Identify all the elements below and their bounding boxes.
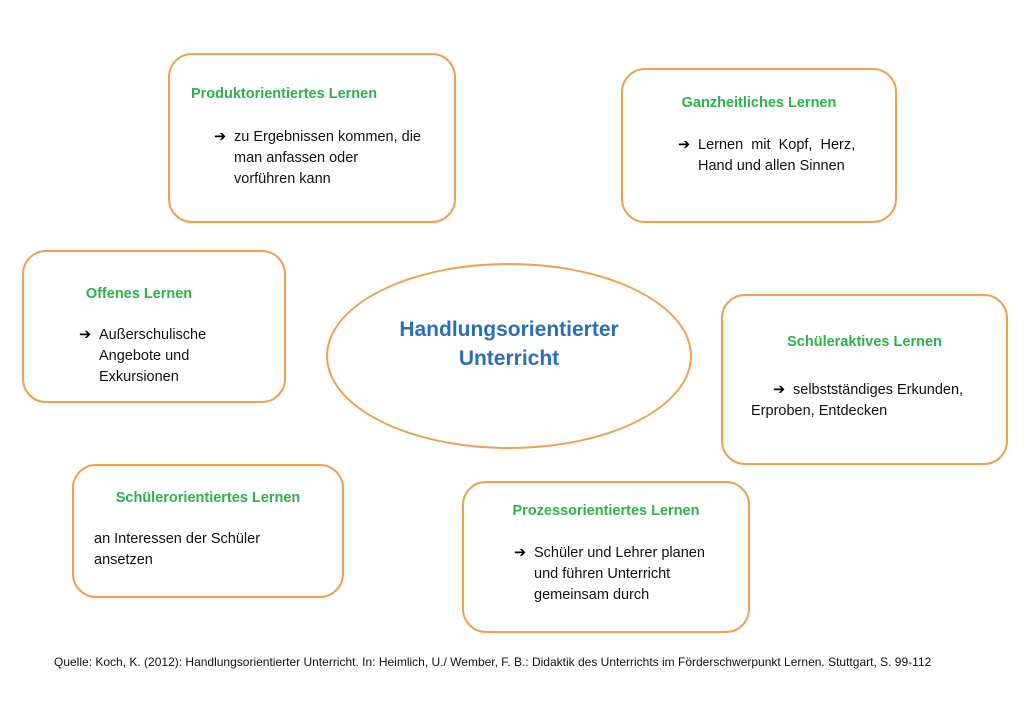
center-title-line: Handlungsorientierter xyxy=(399,318,619,341)
box-text: an Interessen der Schüler ansetzen xyxy=(94,529,260,571)
center-title: Handlungsorientierter Unterricht xyxy=(328,315,690,373)
text-line: Erproben, Entdecken xyxy=(751,403,888,419)
box-text: ➔ Außerschulische Angebote und Exkursione… xyxy=(79,325,206,388)
box-title: Schülerorientiertes Lernen xyxy=(115,490,301,506)
text-line: zu Ergebnissen kommen, die xyxy=(234,129,421,145)
box-ganzheitliches-lernen: Ganzheitliches Lernen ➔ Lernen mit Kopf, … xyxy=(621,68,897,223)
text-line: ansetzen xyxy=(94,552,153,568)
box-text: ➔ zu Ergebnissen kommen, die man anfassen… xyxy=(214,127,421,190)
box-text: ➔ selbstständiges Erkunden, Erproben, Ent… xyxy=(751,380,963,422)
text-line: Exkursionen xyxy=(99,369,179,385)
arrow-right-icon: ➔ xyxy=(678,137,691,153)
box-prozessorientiertes-lernen: Prozessorientiertes Lernen ➔ Schüler und … xyxy=(462,481,750,633)
box-title: Offenes Lernen xyxy=(85,286,193,302)
text-line: selbstständiges Erkunden, xyxy=(793,382,964,398)
text-line: Angebote und xyxy=(99,348,190,364)
box-text: ➔ Lernen mit Kopf, Herz, Hand und allen S… xyxy=(678,135,855,177)
box-title: Prozessorientiertes Lernen xyxy=(512,503,700,519)
arrow-right-icon: ➔ xyxy=(773,382,786,398)
text-line: man anfassen oder xyxy=(234,150,359,166)
arrow-right-icon: ➔ xyxy=(514,545,527,561)
text-line: an Interessen der Schüler xyxy=(94,531,261,547)
text-line: Hand und allen Sinnen xyxy=(698,158,845,174)
box-schuelerorientiertes-lernen: Schülerorientiertes Lernen an Interessen… xyxy=(72,464,344,598)
text-line: Außerschulische xyxy=(99,327,207,343)
source-citation: Quelle: Koch, K. (2012): Handlungsorient… xyxy=(54,655,932,669)
box-schueleraktives-lernen: Schüleraktives Lernen ➔ selbstständiges E… xyxy=(721,294,1008,465)
center-title-line: Unterricht xyxy=(458,347,560,370)
text-line: gemeinsam durch xyxy=(534,587,650,603)
box-title: Ganzheitliches Lernen xyxy=(681,95,837,111)
text-line: und führen Unterricht xyxy=(534,566,671,582)
box-text: ➔ Schüler und Lehrer planen und führen Un… xyxy=(514,543,705,606)
box-produktorientiertes-lernen: Produktorientiertes Lernen ➔ zu Ergebniss… xyxy=(168,53,456,223)
text-line: Lernen mit Kopf, Herz, xyxy=(698,137,856,153)
box-offenes-lernen: Offenes Lernen ➔ Außerschulische Angebote… xyxy=(22,250,286,403)
text-line: Schüler und Lehrer planen xyxy=(534,545,705,561)
text-line: vorführen kann xyxy=(234,171,331,187)
box-title: Schüleraktives Lernen xyxy=(787,334,942,350)
arrow-right-icon: ➔ xyxy=(214,129,227,145)
center-ellipse: Handlungsorientierter Unterricht xyxy=(326,263,692,449)
arrow-right-icon: ➔ xyxy=(79,327,92,343)
box-title: Produktorientiertes Lernen xyxy=(190,86,378,102)
